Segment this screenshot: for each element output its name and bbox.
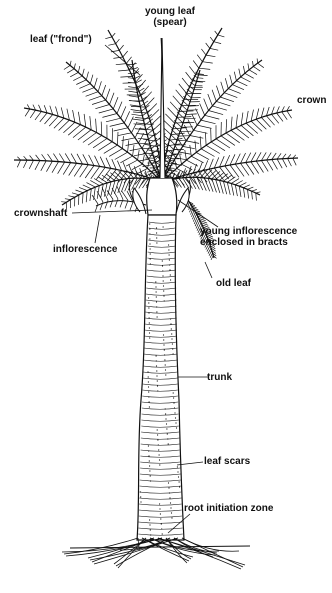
leaf-scars-label: leaf scars xyxy=(204,456,250,467)
young-leaf-label-line2: (spear) xyxy=(145,17,195,28)
root-initiation-zone-label: root initiation zone xyxy=(184,503,273,514)
young-inflorescence-label: young inflorescence enclosed in bracts xyxy=(200,226,297,248)
crownshaft-label: crownshaft xyxy=(14,208,67,219)
leaf-frond-label: leaf ("frond") xyxy=(30,34,92,45)
trunk-label: trunk xyxy=(207,372,232,383)
young-leaf-label-line1: young leaf xyxy=(145,6,195,17)
young-inflorescence-label-line1: young inflorescence xyxy=(200,226,297,237)
young-leaf-spear xyxy=(160,38,165,178)
crown-label: crown xyxy=(297,95,326,106)
young-inflorescence-label-line2: enclosed in bracts xyxy=(200,237,297,248)
trunk-drawing xyxy=(137,215,184,540)
young-leaf-label: young leaf (spear) xyxy=(145,6,195,28)
old-leaf-label: old leaf xyxy=(216,278,251,289)
roots-drawing xyxy=(62,538,250,569)
inflorescence-label: inflorescence xyxy=(53,244,117,255)
